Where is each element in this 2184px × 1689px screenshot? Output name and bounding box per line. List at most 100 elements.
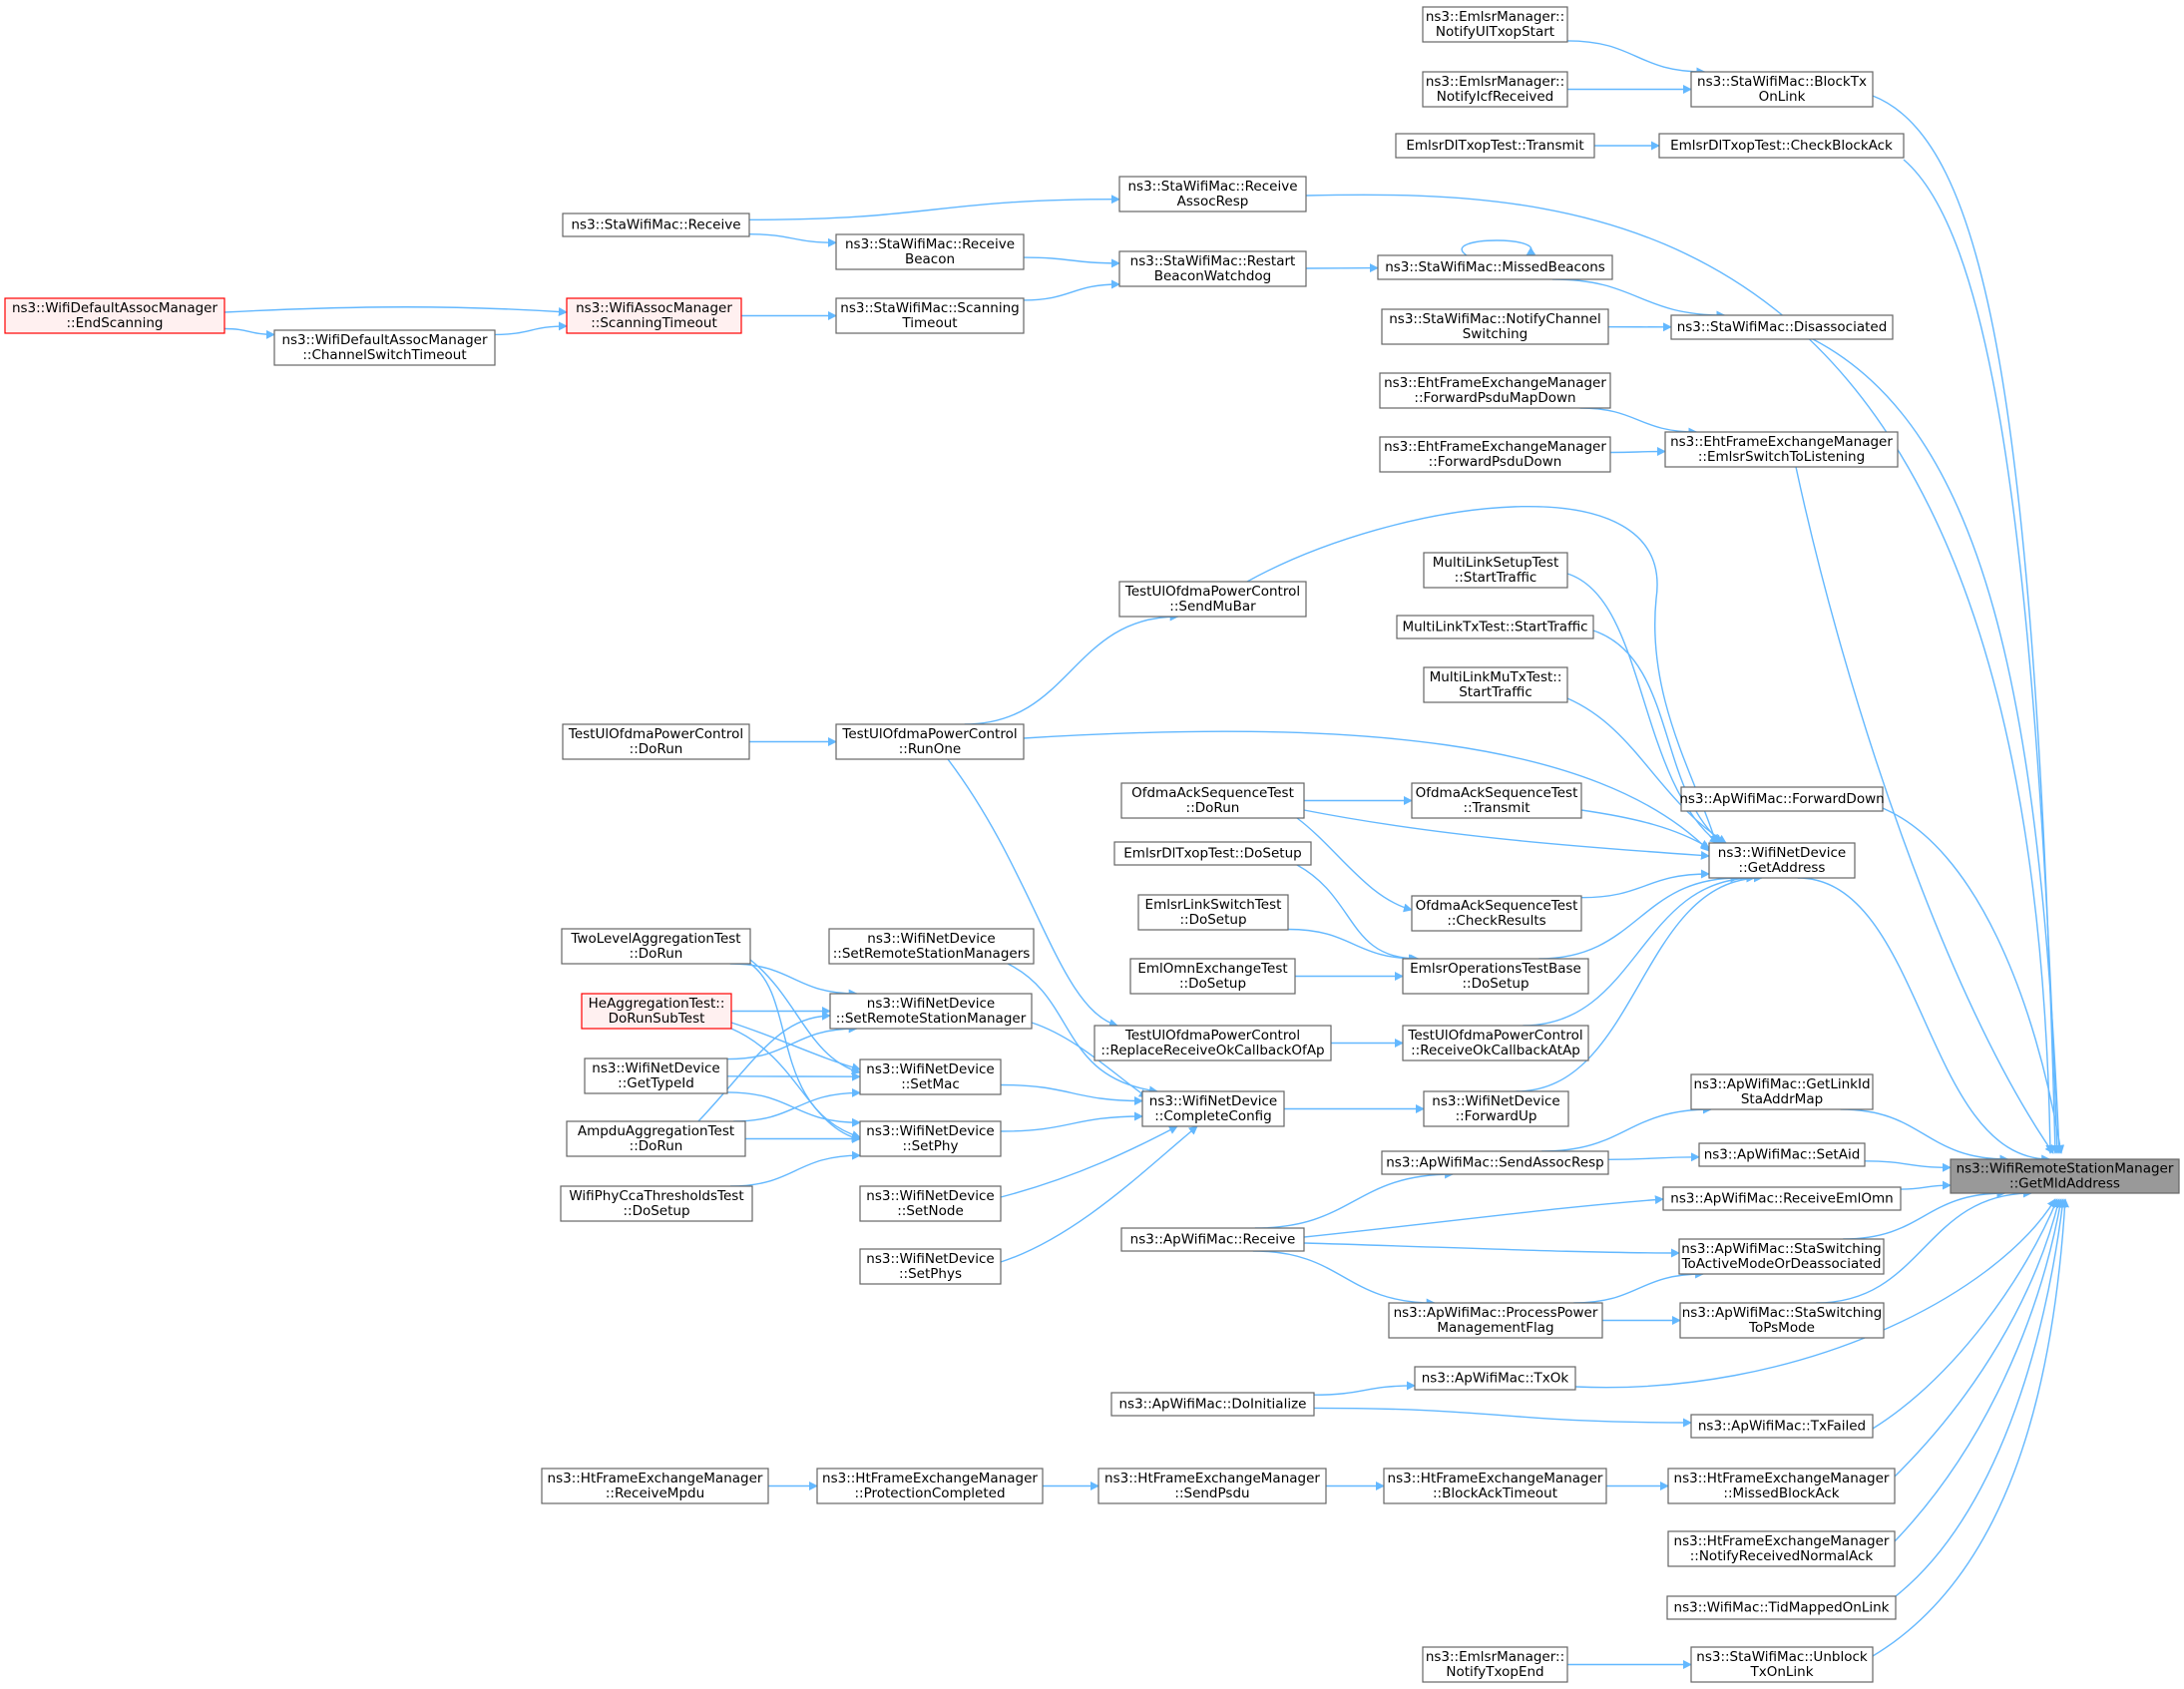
node-label-line: ns3::WifiNetDevice	[866, 1061, 994, 1077]
graph-node-ht_prot_completed[interactable]: ns3::HtFrameExchangeManager::ProtectionC…	[816, 1468, 1044, 1504]
graph-node-eht_switch_listen[interactable]: ns3::EhtFrameExchangeManager::EmlsrSwitc…	[1664, 431, 1899, 468]
graph-node-emlsr_ul_start[interactable]: ns3::EmlsrManager::NotifyUlTxopStart	[1422, 6, 1568, 43]
graph-node-ap_sta_active[interactable]: ns3::ApWifiMac::StaSwitchingToActiveMode…	[1678, 1238, 1885, 1275]
graph-node-nd_getaddress[interactable]: ns3::WifiNetDevice::GetAddress	[1708, 842, 1856, 879]
graph-node-ap_txfailed[interactable]: ns3::ApWifiMac::TxFailed	[1690, 1414, 1874, 1439]
graph-node-emlsr_txop_end[interactable]: ns3::EmlsrManager::NotifyTxopEnd	[1422, 1646, 1568, 1683]
node-box	[1396, 615, 1594, 639]
graph-node-eht_fwd_down[interactable]: ns3::EhtFrameExchangeManager::ForwardPsd…	[1379, 436, 1611, 473]
graph-node-wm_tid_mapped[interactable]: ns3::WifiMac::TidMappedOnLink	[1666, 1595, 1897, 1620]
call-edge-ap_doinit-to-ap_txfailed	[1313, 1407, 1692, 1428]
graph-node-he_dorunsubtest[interactable]: HeAggregationTest::DoRunSubTest	[581, 993, 732, 1030]
graph-node-ap_doinit[interactable]: ns3::ApWifiMac::DoInitialize	[1110, 1392, 1315, 1417]
graph-node-emlsr_link_dosetup[interactable]: EmlsrLinkSwitchTest::DoSetup	[1137, 894, 1289, 931]
graph-node-nd_completeconfig[interactable]: ns3::WifiNetDevice::CompleteConfig	[1141, 1090, 1285, 1127]
graph-node-ap_send_assoc[interactable]: ns3::ApWifiMac::SendAssocResp	[1381, 1150, 1609, 1175]
node-box	[4, 297, 225, 334]
call-edge-ap_send_assoc-to-ap_getlinkid	[1541, 1104, 1712, 1152]
node-label-line: ns3::WifiNetDevice	[1432, 1093, 1559, 1109]
node-box	[1690, 71, 1874, 108]
node-box	[1118, 250, 1307, 287]
graph-node-emlsr_ops_dosetup[interactable]: EmlsrOperationsTestBase::DoSetup	[1402, 958, 1589, 995]
graph-node-ul_dorun[interactable]: TestUlOfdmaPowerControl::DoRun	[562, 723, 750, 760]
graph-node-nd_gettypeid[interactable]: ns3::WifiNetDevice::GetTypeId	[584, 1057, 728, 1094]
edge-layer	[223, 40, 2070, 1669]
graph-node-nd_setnode[interactable]: ns3::WifiNetDevice::SetNode	[859, 1185, 1002, 1222]
graph-node-twolevel_dorun[interactable]: TwoLevelAggregationTest::DoRun	[561, 928, 751, 965]
graph-node-emlsr_dl_checkba[interactable]: EmlsrDlTxopTest::CheckBlockAck	[1658, 133, 1905, 159]
graph-node-ap_txok[interactable]: ns3::ApWifiMac::TxOk	[1414, 1366, 1576, 1391]
graph-node-emlomn_dosetup[interactable]: EmlOmnExchangeTest::DoSetup	[1129, 958, 1296, 995]
graph-node-ap_receive[interactable]: ns3::ApWifiMac::Receive	[1120, 1227, 1305, 1252]
graph-node-emlsr_icf[interactable]: ns3::EmlsrManager::NotifyIcfReceived	[1422, 71, 1568, 108]
graph-node-mls_start[interactable]: MultiLinkSetupTest::StartTraffic	[1423, 552, 1568, 589]
graph-node-ofdma_dorun[interactable]: OfdmaAckSequenceTest::DoRun	[1120, 782, 1305, 819]
graph-node-nd_setphys[interactable]: ns3::WifiNetDevice::SetPhys	[859, 1248, 1002, 1285]
graph-node-ul_recv_ok_ap[interactable]: TestUlOfdmaPowerControl::ReceiveOkCallba…	[1402, 1025, 1589, 1061]
graph-node-ht_notify_normal[interactable]: ns3::HtFrameExchangeManager::NotifyRecei…	[1667, 1530, 1896, 1567]
graph-node-emlsr_dl_dosetup[interactable]: EmlsrDlTxopTest::DoSetup	[1113, 841, 1312, 866]
call-edge-nd_getaddress-to-root	[1797, 877, 2051, 1164]
node-label-line: ns3::StaWifiMac::MissedBeacons	[1385, 259, 1605, 275]
node-label-line: EmlsrDlTxopTest::Transmit	[1406, 138, 1583, 154]
call-edge-ap_txfailed-to-root	[1872, 1198, 2059, 1430]
graph-node-ofdma_checkresults[interactable]: OfdmaAckSequenceTest::CheckResults	[1411, 895, 1582, 932]
node-label-line: ns3::WifiNetDevice	[592, 1060, 719, 1076]
graph-node-ht_recv_mpdu[interactable]: ns3::HtFrameExchangeManager::ReceiveMpdu	[541, 1468, 769, 1504]
graph-node-nd_setrsm[interactable]: ns3::WifiNetDevice::SetRemoteStationMana…	[829, 993, 1033, 1030]
graph-node-ofdma_transmit[interactable]: OfdmaAckSequenceTest::Transmit	[1411, 782, 1582, 819]
graph-node-mltx_start[interactable]: MultiLinkTxTest::StartTraffic	[1396, 615, 1594, 639]
node-label-line: ns3::EmlsrManager::	[1426, 9, 1564, 25]
node-label-line: ns3::EhtFrameExchangeManager	[1384, 439, 1606, 455]
graph-node-ul_replace_cb[interactable]: TestUlOfdmaPowerControl::ReplaceReceiveO…	[1093, 1025, 1332, 1061]
node-box	[859, 1120, 1002, 1157]
graph-node-ap_recv_emlomn[interactable]: ns3::ApWifiMac::ReceiveEmlOmn	[1662, 1186, 1902, 1211]
graph-node-mlmu_start[interactable]: MultiLinkMuTxTest::StartTraffic	[1423, 666, 1568, 703]
node-box	[1422, 1646, 1568, 1683]
graph-node-ht_ba_timeout[interactable]: ns3::HtFrameExchangeManager::BlockAckTim…	[1383, 1468, 1607, 1504]
graph-node-assoc_scan_timeout[interactable]: ns3::WifiAssocManager::ScanningTimeout	[566, 297, 742, 334]
graph-node-nd_setrsms[interactable]: ns3::WifiNetDevice::SetRemoteStationMana…	[828, 928, 1035, 965]
graph-node-root[interactable]: ns3::WifiRemoteStationManager::GetMldAdd…	[1950, 1158, 2180, 1194]
graph-node-sta_missed_beacons[interactable]: ns3::StaWifiMac::MissedBeacons	[1377, 254, 1613, 280]
node-box	[1679, 1302, 1885, 1339]
node-box	[1379, 372, 1611, 409]
node-box	[1411, 782, 1582, 819]
node-label-line: ::DoSetup	[1179, 976, 1246, 992]
graph-node-def_end_scanning[interactable]: ns3::WifiDefaultAssocManager::EndScannin…	[4, 297, 225, 334]
graph-node-ht_missed_ba[interactable]: ns3::HtFrameExchangeManager::MissedBlock…	[1667, 1468, 1896, 1504]
node-label-line: NotifyIcfReceived	[1437, 89, 1554, 105]
graph-node-ul_sendmubar[interactable]: TestUlOfdmaPowerControl::SendMuBar	[1118, 581, 1307, 618]
node-box	[835, 723, 1025, 760]
graph-node-sta_scan_timeout[interactable]: ns3::StaWifiMac::ScanningTimeout	[835, 297, 1025, 334]
graph-node-sta_receive[interactable]: ns3::StaWifiMac::Receive	[562, 212, 750, 237]
node-label-line: HeAggregationTest::	[589, 996, 725, 1012]
graph-node-ap_setaid[interactable]: ns3::ApWifiMac::SetAid	[1698, 1142, 1866, 1167]
graph-node-nd_setmac[interactable]: ns3::WifiNetDevice::SetMac	[859, 1058, 1002, 1095]
graph-node-nd_forwardup[interactable]: ns3::WifiNetDevice::ForwardUp	[1423, 1090, 1569, 1127]
graph-node-ampdu_dorun[interactable]: AmpduAggregationTest::DoRun	[566, 1120, 746, 1157]
graph-node-def_ch_switch_timeout[interactable]: ns3::WifiDefaultAssocManager::ChannelSwi…	[273, 329, 496, 366]
graph-node-sta_disassoc[interactable]: ns3::StaWifiMac::Disassociated	[1670, 314, 1894, 340]
node-label-line: ns3::ApWifiMac::TxOk	[1422, 1371, 1569, 1387]
call-edge-sta_disassoc-to-root	[1812, 338, 2064, 1154]
graph-node-eht_fwd_map[interactable]: ns3::EhtFrameExchangeManager::ForwardPsd…	[1379, 372, 1611, 409]
graph-node-ap_process_power[interactable]: ns3::ApWifiMac::ProcessPowerManagementFl…	[1388, 1302, 1603, 1339]
graph-node-emlsr_dl_transmit[interactable]: EmlsrDlTxopTest::Transmit	[1395, 133, 1595, 159]
node-box	[1422, 71, 1568, 108]
graph-node-nd_setphy[interactable]: ns3::WifiNetDevice::SetPhy	[859, 1120, 1002, 1157]
graph-node-ht_sendpsdu[interactable]: ns3::HtFrameExchangeManager::SendPsdu	[1097, 1468, 1327, 1504]
graph-node-ap_fwd_down[interactable]: ns3::ApWifiMac::ForwardDown	[1679, 786, 1885, 812]
call-edge-def_ch_switch_timeout-to-assoc_scan_timeout	[494, 321, 568, 336]
graph-node-ul_runone[interactable]: TestUlOfdmaPowerControl::RunOne	[835, 723, 1025, 760]
graph-node-phycca_dosetup[interactable]: WifiPhyCcaThresholdsTest::DoSetup	[560, 1185, 753, 1222]
